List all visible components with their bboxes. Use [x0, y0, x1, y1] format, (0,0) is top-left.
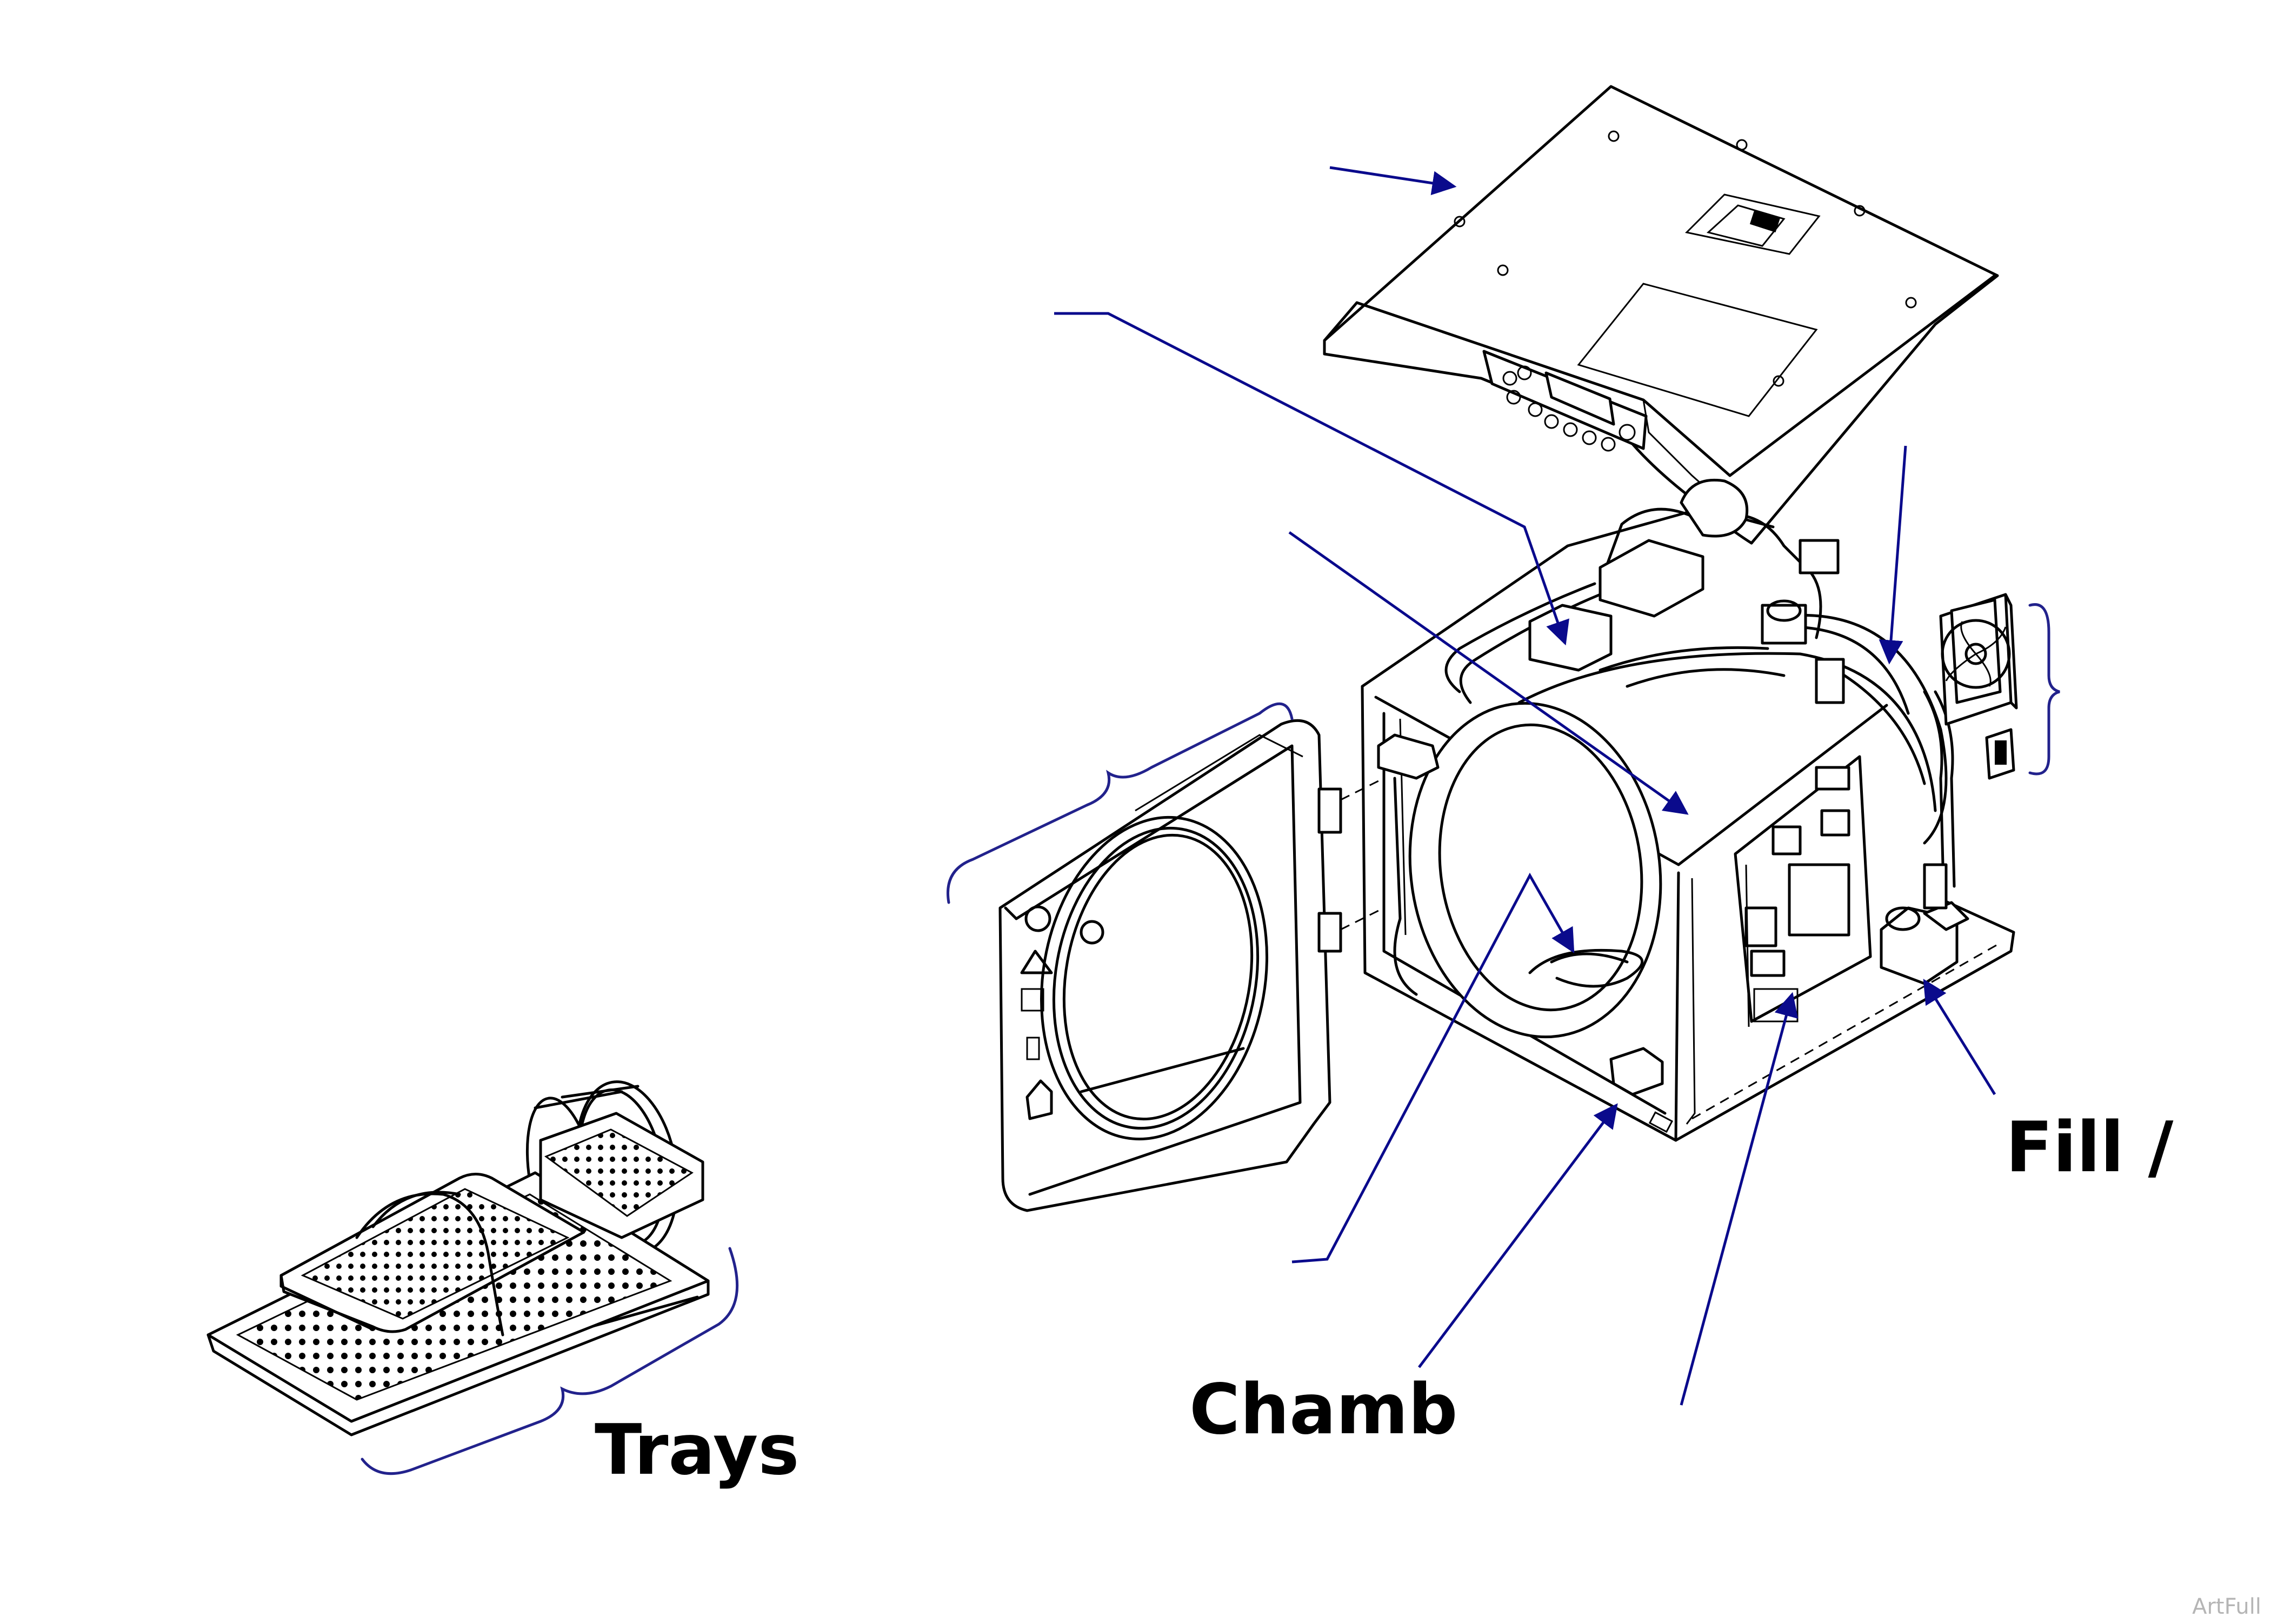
- switch-icon: [1985, 728, 2015, 780]
- solenoid-valves: [1761, 539, 1845, 704]
- leader-lines: [1054, 166, 1996, 1406]
- access-door: [1684, 193, 1821, 255]
- label-chamber: Chamb: [1189, 1369, 1458, 1450]
- tray-top: [279, 1173, 585, 1333]
- door: [998, 719, 1384, 1212]
- control-panel: [1482, 350, 1648, 452]
- door-bracket: [947, 702, 1294, 904]
- reservoir: [1528, 478, 1749, 672]
- label-fill-vent: Fill /: [2006, 1107, 2174, 1188]
- label-trays: Trays: [595, 1410, 800, 1491]
- tray-middle: [539, 1112, 704, 1239]
- fill-vent-assembly: [1880, 863, 1969, 985]
- brackets: [361, 603, 2060, 1475]
- fan-bracket: [2028, 603, 2060, 776]
- fan-icon: [1939, 593, 2018, 726]
- door-latch: [1377, 733, 1664, 1096]
- watermark: ArtFull: [2192, 1594, 2261, 1619]
- main-frame: [1361, 478, 2015, 1142]
- chamber: [1408, 646, 1937, 1039]
- trays-bracket: [361, 1247, 739, 1475]
- pc-board: [1734, 755, 1872, 1027]
- top-cover: [1323, 85, 1999, 545]
- cover-screws: [1454, 130, 1917, 387]
- door-hinge: [1317, 777, 1384, 953]
